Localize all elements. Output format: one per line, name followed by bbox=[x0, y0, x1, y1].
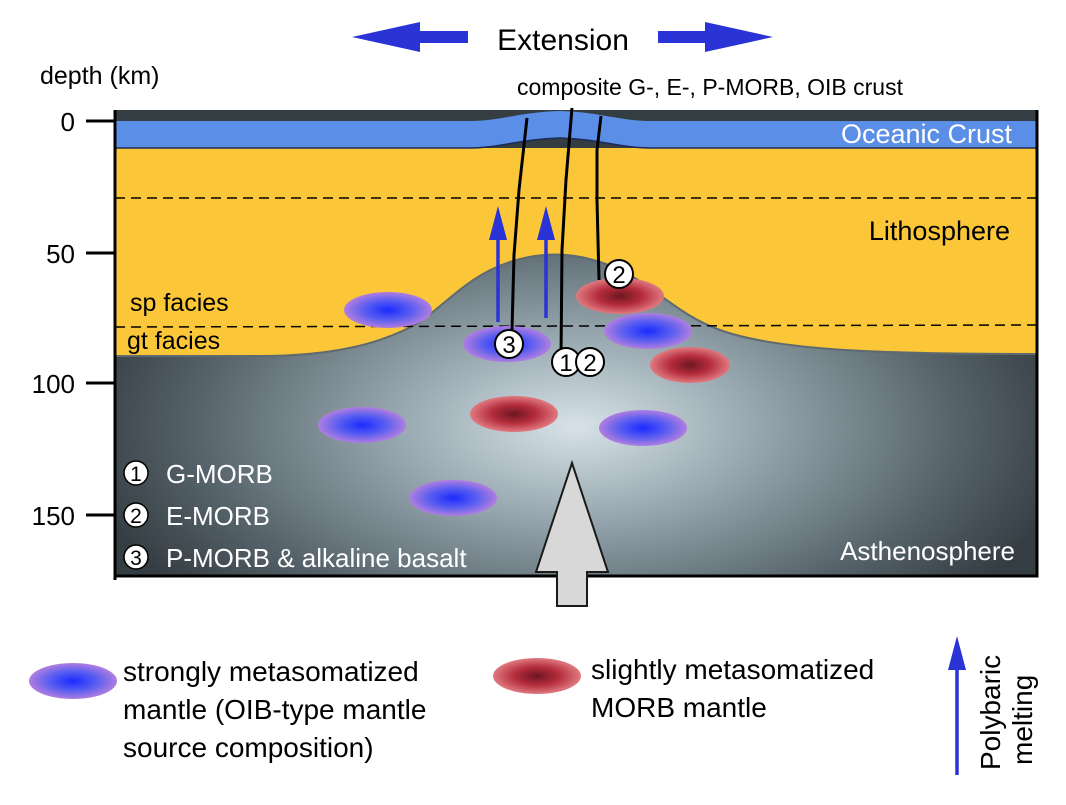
red-blob bbox=[470, 396, 558, 432]
slight-legend-line2: MORB mantle bbox=[591, 692, 767, 723]
blue-blob bbox=[599, 410, 687, 446]
melting-arrow-head bbox=[537, 206, 555, 240]
bottom-legend: strongly metasomatized mantle (OIB-type … bbox=[29, 636, 1038, 775]
marker-1-2: 1 2 bbox=[551, 347, 605, 377]
strong-metasomatized-swatch bbox=[29, 663, 117, 699]
polybaric-label-line2: melting bbox=[1007, 675, 1038, 765]
strong-legend-line3: source composition) bbox=[123, 732, 374, 763]
tick-label-0: 0 bbox=[61, 107, 75, 137]
tick-label-100: 100 bbox=[32, 369, 75, 399]
blue-blob bbox=[318, 407, 406, 443]
strong-legend-line2: mantle (OIB-type mantle bbox=[123, 694, 426, 725]
melting-arrow-head bbox=[489, 206, 507, 240]
blue-blob bbox=[344, 292, 432, 328]
conduit-2 bbox=[595, 115, 603, 281]
inset-legend: 1 G-MORB 2 E-MORB 3 P-MORB & alkaline ba… bbox=[123, 459, 467, 573]
blue-blob bbox=[604, 313, 692, 349]
upwelling-arrow bbox=[534, 459, 610, 607]
inset-legend-item: 3 P-MORB & alkaline basalt bbox=[123, 543, 467, 573]
left-extension-arrow bbox=[352, 22, 468, 52]
svg-text:2: 2 bbox=[130, 505, 142, 528]
gt-facies-label: gt facies bbox=[127, 327, 220, 355]
lithosphere-layer bbox=[115, 148, 1037, 356]
melt-conduits bbox=[510, 107, 603, 359]
tick-label-50: 50 bbox=[46, 239, 75, 269]
red-blob bbox=[650, 347, 730, 383]
right-extension-arrow bbox=[658, 22, 773, 52]
cross-section bbox=[115, 110, 1037, 576]
svg-text:2: 2 bbox=[612, 262, 625, 289]
polybaric-arrows bbox=[489, 206, 555, 322]
oceanic-crust-label: Oceanic Crust bbox=[841, 119, 1013, 149]
svg-text:1: 1 bbox=[559, 350, 572, 377]
svg-text:G-MORB: G-MORB bbox=[166, 459, 273, 489]
svg-text:E-MORB: E-MORB bbox=[166, 501, 270, 531]
strong-legend-line1: strongly metasomatized bbox=[123, 656, 419, 687]
oceanic-crust-layer bbox=[115, 111, 1037, 148]
marker-3: 3 bbox=[494, 329, 524, 359]
inset-legend-item: 1 G-MORB bbox=[123, 459, 273, 489]
svg-text:2: 2 bbox=[583, 350, 596, 377]
lithosphere-label: Lithosphere bbox=[869, 216, 1010, 246]
svg-text:3: 3 bbox=[502, 332, 515, 359]
marker-2: 2 bbox=[604, 259, 634, 289]
polybaric-label-line1: Polybaric bbox=[975, 655, 1006, 770]
polybaric-legend-arrowhead bbox=[948, 636, 966, 670]
red-blob bbox=[576, 278, 664, 314]
slight-metasomatized-swatch bbox=[493, 658, 581, 694]
extension-arrows bbox=[352, 22, 773, 52]
sp-facies-label: sp facies bbox=[130, 289, 229, 317]
slight-legend-line1: slightly metasomatized bbox=[591, 654, 874, 685]
extension-label: Extension bbox=[497, 24, 629, 57]
depth-axis-title: depth (km) bbox=[40, 62, 159, 90]
inset-legend-item: 2 E-MORB bbox=[123, 501, 270, 531]
tick-label-150: 150 bbox=[32, 501, 75, 531]
svg-text:3: 3 bbox=[130, 547, 142, 570]
spinel-garnet-boundary bbox=[114, 324, 1038, 328]
svg-text:1: 1 bbox=[130, 463, 142, 486]
blue-blob bbox=[409, 480, 497, 516]
svg-text:P-MORB & alkaline basalt: P-MORB & alkaline basalt bbox=[166, 543, 467, 573]
conduit-12 bbox=[559, 107, 574, 359]
depth-axis bbox=[86, 110, 117, 580]
asthenosphere-label: Asthenosphere bbox=[840, 536, 1015, 566]
conduit-3 bbox=[510, 117, 529, 331]
crust-composition-label: composite G-, E-, P-MORB, OIB crust bbox=[517, 74, 904, 100]
